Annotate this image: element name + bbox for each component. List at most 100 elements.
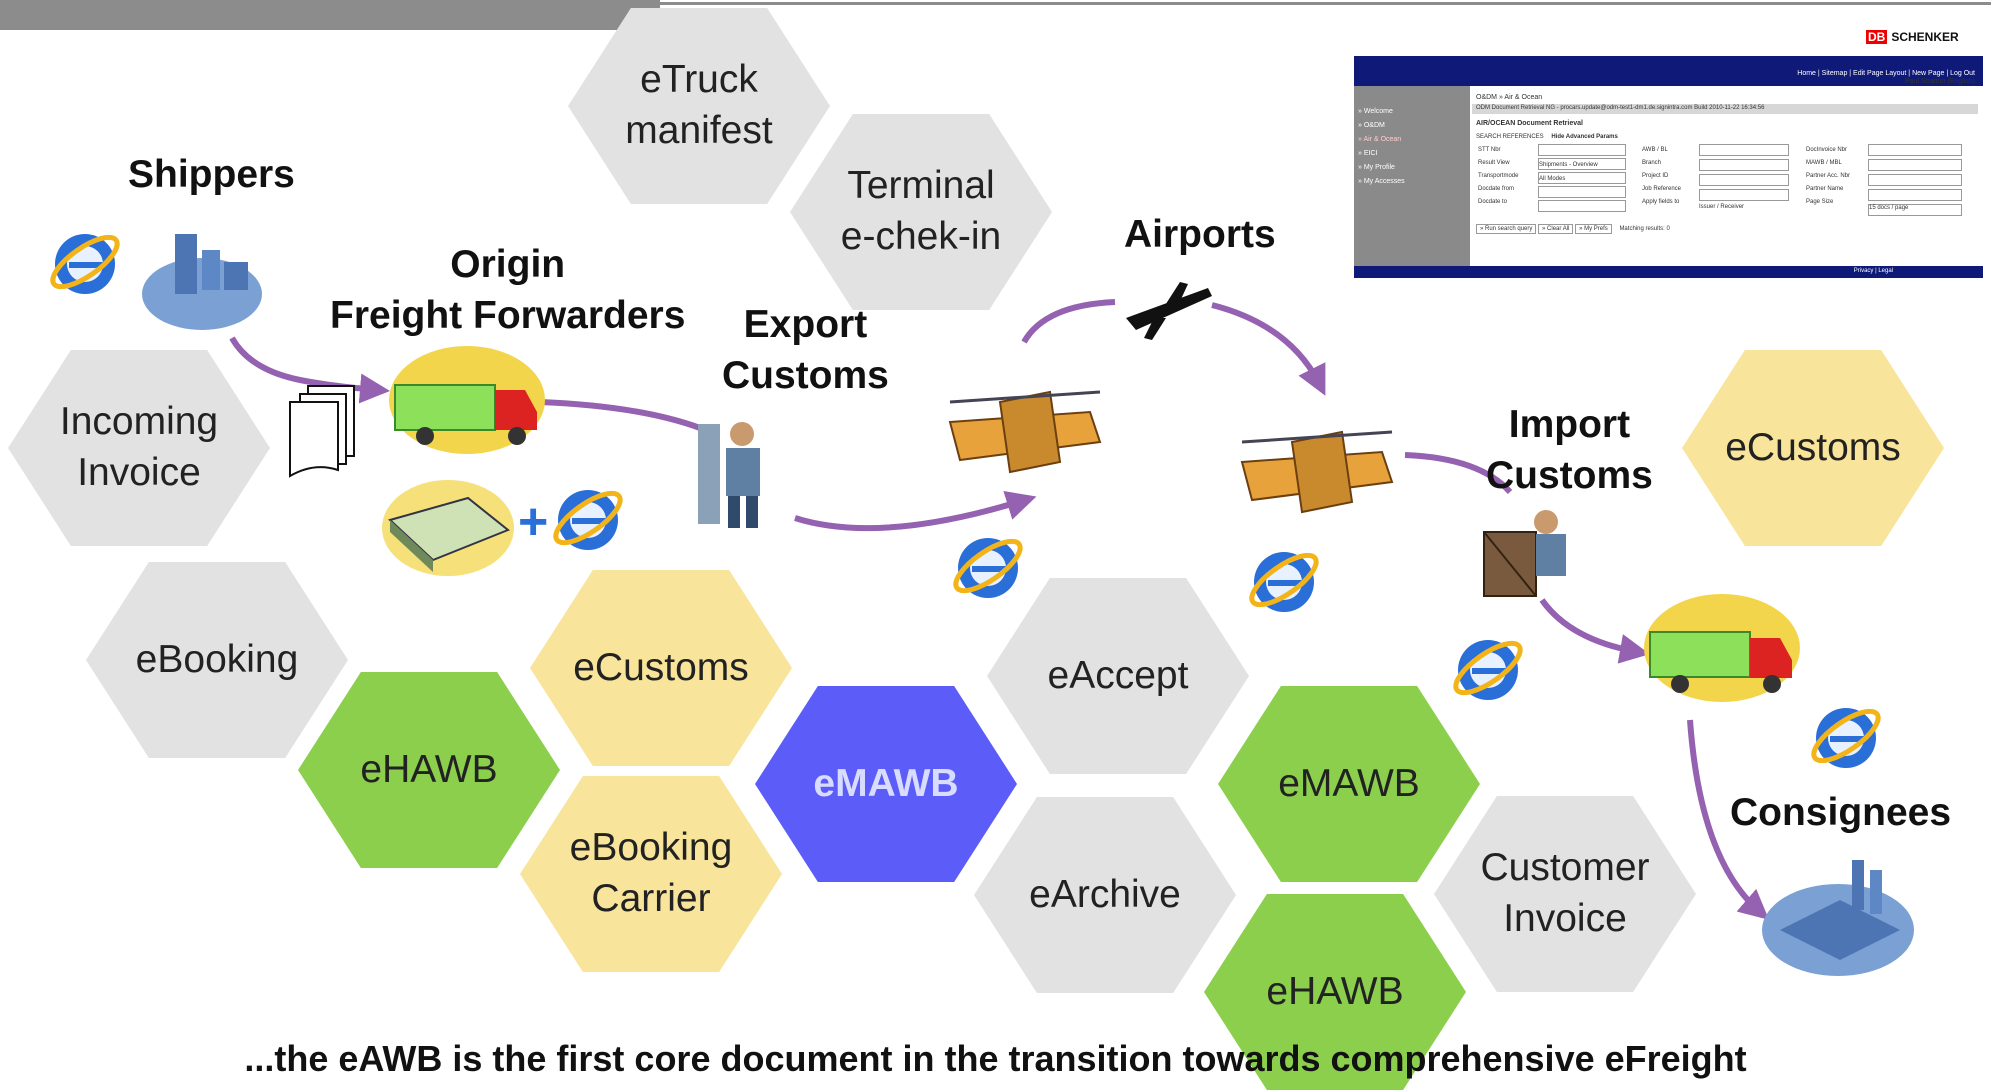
awb-input[interactable] [1699, 144, 1789, 156]
search-references: SEARCH REFERENCES Hide Advanced Params [1476, 134, 1618, 140]
internet-explorer-icon [1249, 552, 1319, 612]
partner-name-input[interactable] [1868, 189, 1962, 201]
arrow-plane-to-airport [1211, 302, 1326, 396]
sidebar-item[interactable]: » Welcome [1358, 108, 1393, 115]
field-label: Partner Acc. Nbr [1806, 173, 1851, 179]
sidebar-item[interactable]: » O&DM [1358, 122, 1385, 129]
header-bar [0, 0, 660, 30]
plus-icon: + [518, 493, 549, 551]
internet-explorer-icon [1453, 640, 1523, 700]
mawb-input[interactable] [1868, 159, 1962, 171]
sidebar-item[interactable]: » My Accesses [1358, 178, 1405, 185]
hex-label: eBooking [135, 637, 299, 681]
screen-header: Home | Sitemap | Edit Page Layout | New … [1354, 56, 1983, 86]
label-shippers: Shippers [128, 153, 295, 196]
airport-terminal-icon [1240, 430, 1394, 514]
field-label: Project ID [1642, 173, 1669, 179]
truck-icon [389, 346, 545, 454]
hex-etruck-manifest: eTruck manifest [568, 8, 830, 204]
field-label: Apply fields to [1642, 199, 1680, 205]
search-refs-label: SEARCH REFERENCES [1476, 134, 1544, 140]
hex-ehawb-destination: eHAWB [1204, 894, 1466, 1090]
document-retrieval-screenshot: Home | Sitemap | Edit Page Layout | New … [1354, 56, 1983, 278]
branch-input[interactable] [1699, 159, 1789, 171]
run-search-button[interactable]: » Run search query [1476, 224, 1537, 234]
field-label: Result View [1478, 160, 1510, 166]
truck-icon [1644, 594, 1800, 702]
top-links[interactable]: Home | Sitemap | Edit Page Layout | New … [1797, 70, 1975, 77]
hex-ecustoms-export: eCustoms [530, 570, 792, 766]
field-label: Branch [1642, 160, 1662, 166]
hex-label: eTruck manifest [625, 58, 773, 152]
hex-earchive: eArchive [974, 797, 1236, 993]
documents-icon [289, 385, 355, 478]
scanner-icon [382, 480, 514, 576]
docdate-from-input[interactable] [1538, 186, 1626, 198]
internet-explorer-icon [553, 490, 623, 550]
hex-eaccept: eAccept [987, 578, 1249, 774]
screen-title: AIR/OCEAN Document Retrieval [1476, 120, 1583, 127]
internet-explorer-icon [1811, 708, 1881, 768]
user-name: Paul Stratton (English) [1904, 78, 1975, 85]
hex-terminal-e-check-in: Terminal e-chek-in [790, 114, 1052, 310]
field-label: MAWB / MBL [1806, 160, 1842, 166]
hex-customer-invoice: Customer Invoice [1434, 796, 1696, 992]
breadcrumb: O&DM » Air & Ocean [1476, 94, 1543, 101]
internet-explorer-icon [50, 234, 120, 294]
field-label: STT Nbr [1478, 147, 1501, 153]
hex-label: Terminal e-chek-in [840, 164, 1002, 258]
hex-ehawb-origin: eHAWB [298, 672, 560, 868]
stt-input[interactable] [1538, 144, 1626, 156]
page-size-select[interactable]: 15 docs / page [1868, 204, 1962, 216]
clear-all-button[interactable]: » Clear All [1538, 224, 1574, 234]
arrow-truck-to-consignee [1687, 719, 1770, 920]
docdate-to-input[interactable] [1538, 200, 1626, 212]
hide-advanced-link[interactable]: Hide Advanced Params [1551, 134, 1618, 140]
job-reference-input[interactable] [1699, 189, 1789, 201]
hex-label: eArchive [1029, 872, 1181, 916]
hex-incoming-invoice: Incoming Invoice [8, 350, 270, 546]
project-id-input[interactable] [1699, 174, 1789, 186]
field-label: Transportmode [1478, 173, 1519, 179]
arrow-customs-to-airport [794, 491, 1037, 532]
sidebar-item[interactable]: » Air & Ocean [1358, 136, 1402, 143]
hex-label: eMAWB [1278, 761, 1420, 805]
partner-acc-input[interactable] [1868, 174, 1962, 186]
arrow-shipper-to-forwarder [229, 336, 390, 404]
label-airports: Airports [1124, 213, 1276, 256]
form-col1-values: Shipments - Overview All Modes [1538, 144, 1626, 212]
hex-label: eCustoms [1725, 425, 1901, 469]
sidebar-item[interactable]: » My Profile [1358, 164, 1395, 171]
hex-label: Incoming Invoice [59, 400, 219, 494]
my-prefs-button[interactable]: » My Prefs [1575, 224, 1612, 234]
hex-emawb-destination: eMAWB [1218, 686, 1480, 882]
arrow-forwarder-to-customs [539, 399, 702, 431]
hex-label: eHAWB [1266, 969, 1404, 1013]
field-label: Docdate to [1478, 199, 1508, 205]
matching-results: Matching results: 0 [1619, 226, 1670, 232]
field-label: Partner Name [1806, 186, 1844, 192]
footer-links[interactable]: Privacy | Legal [1853, 268, 1893, 274]
airport-terminal-icon [948, 390, 1102, 474]
label-export-customs: Export Customs [722, 303, 889, 397]
airplane-icon [1126, 282, 1212, 340]
form-col2: AWB / BL Branch Project ID Job Reference… [1642, 144, 1681, 209]
field-label: DocInvoice Nbr [1806, 147, 1848, 153]
header-line [660, 2, 1991, 5]
sidebar-item[interactable]: » EICI [1358, 150, 1378, 157]
internet-explorer-icon [953, 538, 1023, 598]
label-import-customs: Import Customs [1486, 403, 1653, 497]
form-col3-inputs: 15 docs / page [1868, 144, 1962, 216]
field-label: Job Reference [1642, 186, 1682, 192]
hex-ecustoms-import: eCustoms [1682, 350, 1944, 546]
result-view-select[interactable]: Shipments - Overview [1538, 158, 1626, 170]
hex-label: eBooking Carrier [569, 826, 733, 920]
form-col1: STT Nbr Result View Transportmode Docdat… [1478, 144, 1518, 209]
hex-label: eCustoms [573, 645, 749, 689]
form-col3: DocInvoice Nbr MAWB / MBL Partner Acc. N… [1806, 144, 1850, 209]
apply-fields-radio[interactable]: Issuer / Receiver [1699, 204, 1745, 210]
hex-ebooking: eBooking [86, 562, 348, 758]
docinvoice-input[interactable] [1868, 144, 1962, 156]
arrow-import-to-truck [1539, 598, 1650, 664]
transportmode-select[interactable]: All Modes [1538, 172, 1626, 184]
